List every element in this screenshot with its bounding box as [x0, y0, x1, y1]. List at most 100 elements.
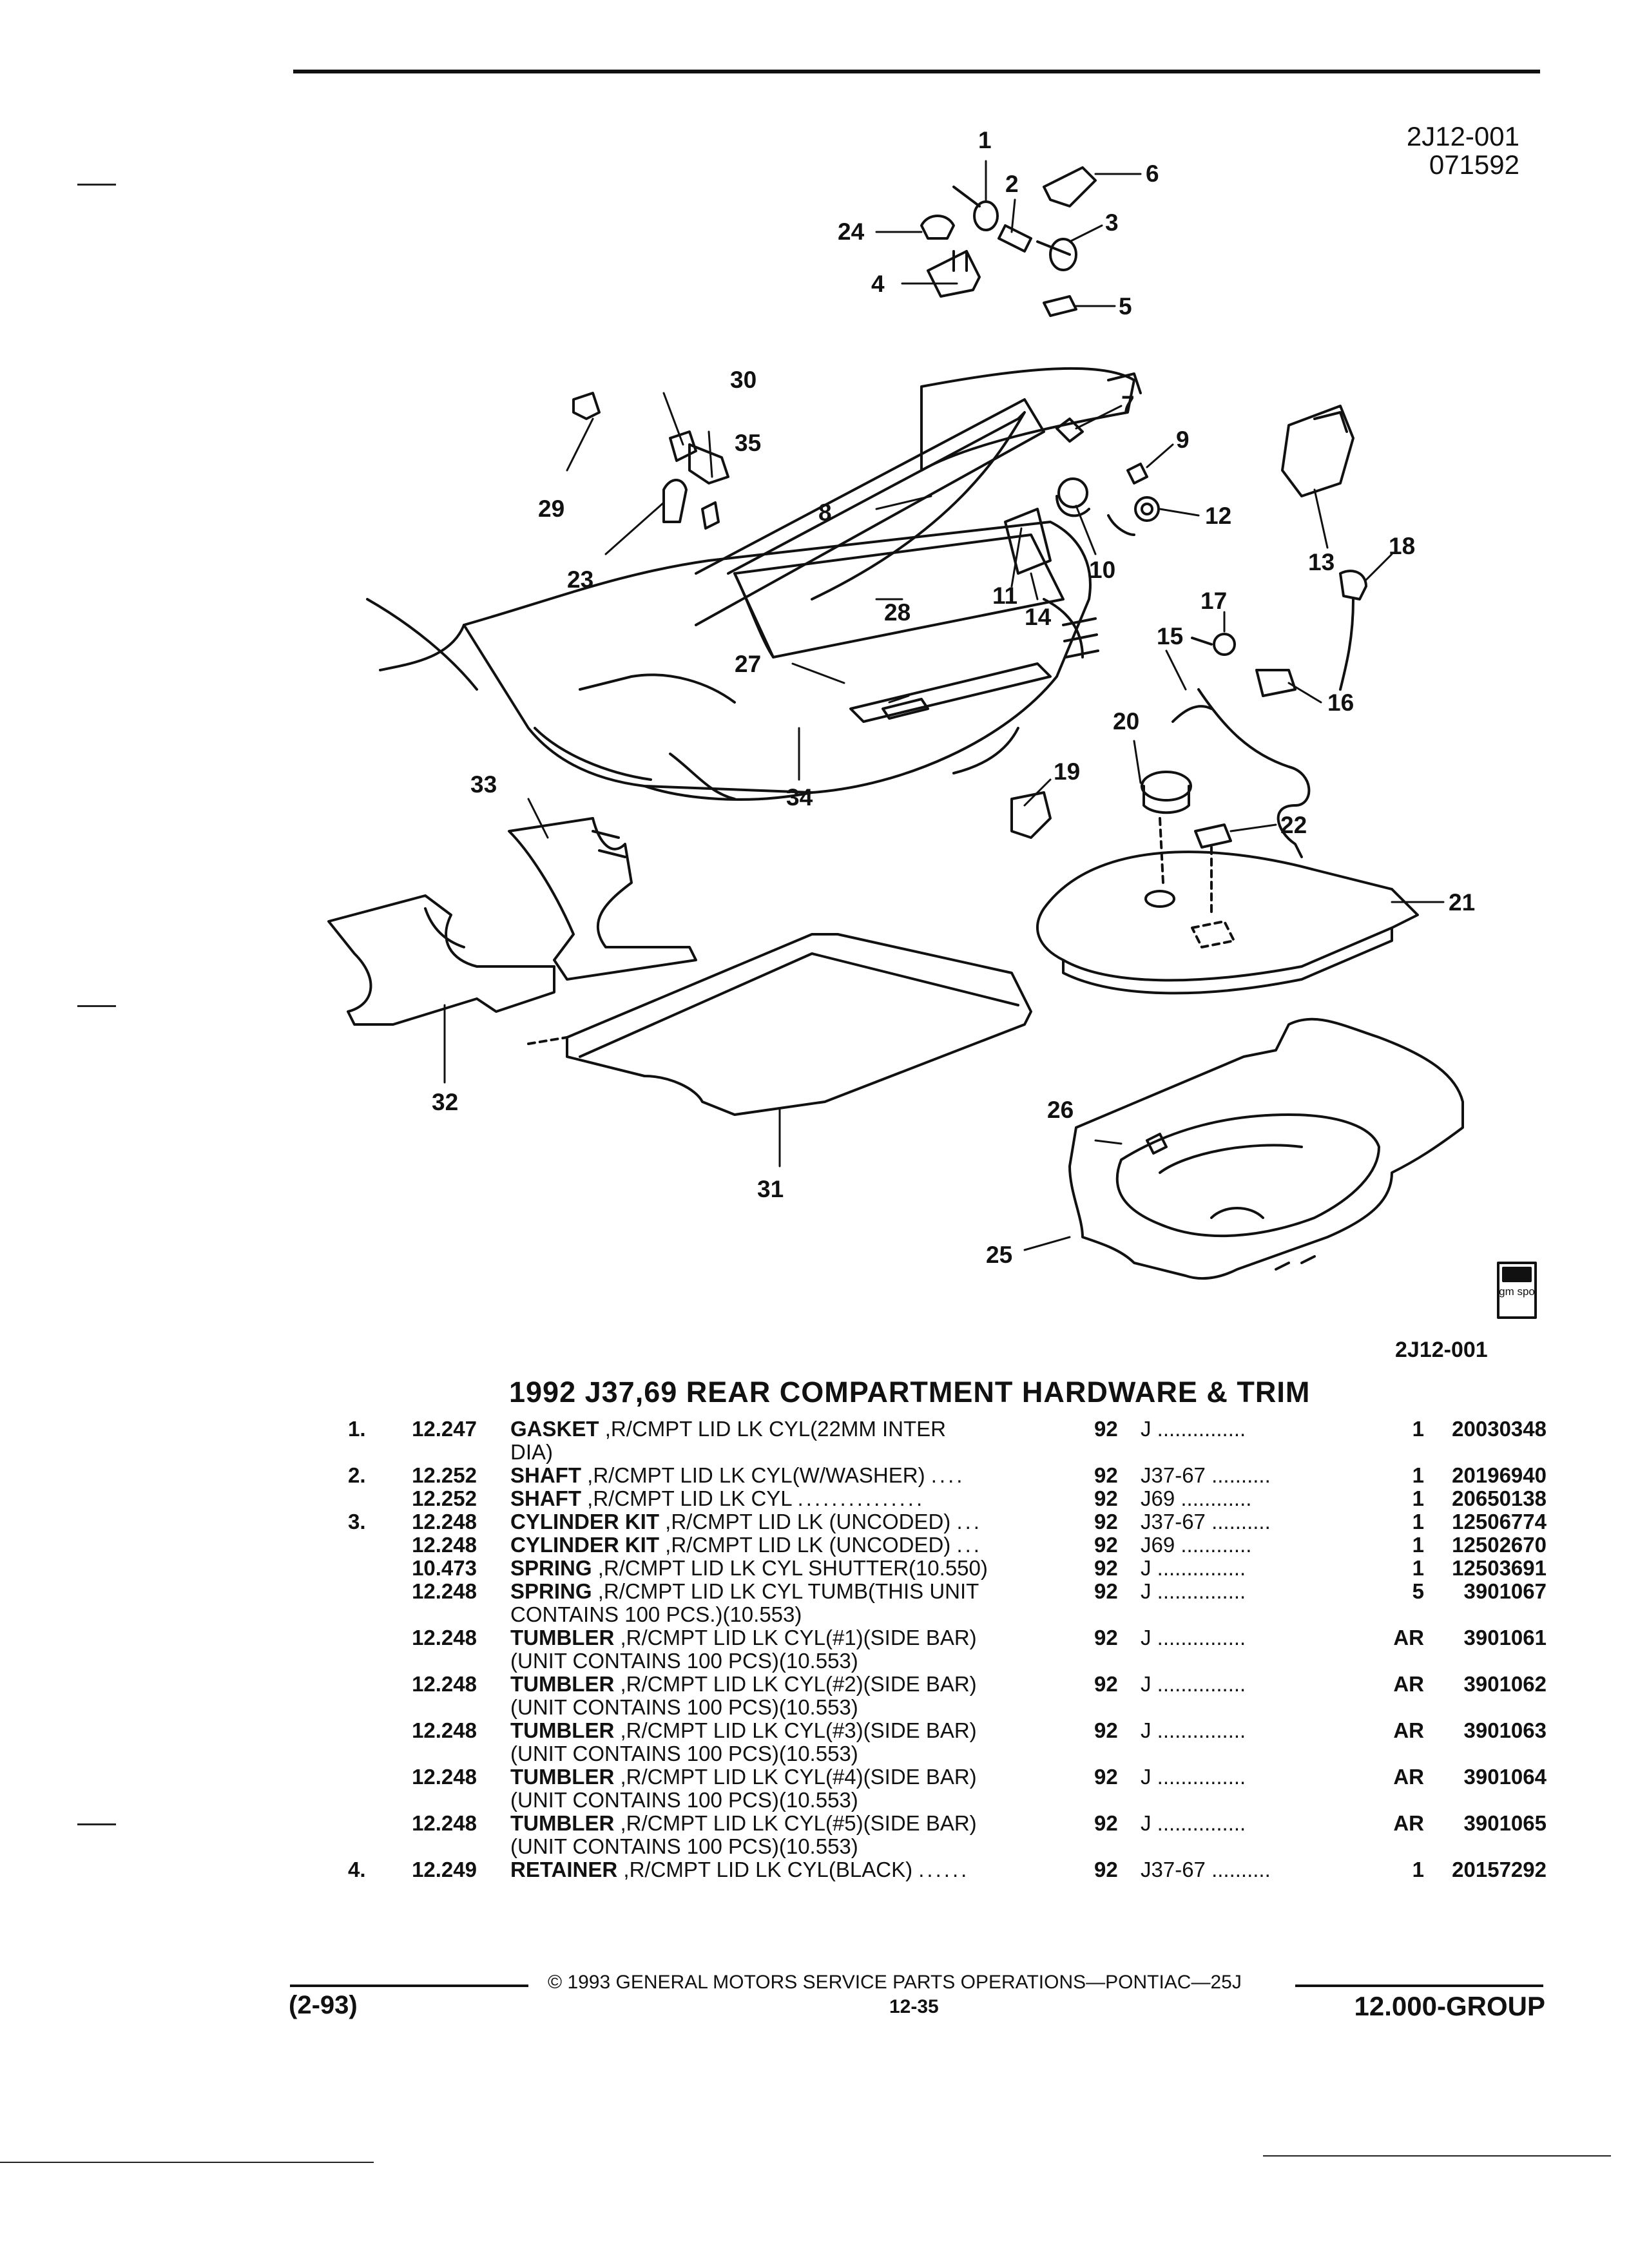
part-description: TUMBLER ,R/CMPT LID LK CYL(#5)(SIDE BAR)… [510, 1812, 1090, 1858]
quantity: 1 [1412, 1858, 1424, 1881]
model-year: 92 [1094, 1858, 1118, 1881]
callout-16: 16 [1327, 689, 1354, 716]
part-number: 3901067 [1463, 1579, 1547, 1603]
model-code: J ............... [1141, 1718, 1246, 1742]
part-description: SPRING ,R/CMPT LID LK CYL TUMB(THIS UNIT… [510, 1580, 1090, 1626]
callout-8: 8 [818, 499, 832, 526]
part-detail: ,R/CMPT LID LK CYL(BLACK) [623, 1858, 913, 1881]
top-rule [293, 70, 1540, 73]
model-code: J ............... [1141, 1672, 1246, 1696]
model-year: 92 [1094, 1765, 1118, 1789]
callout-33: 33 [470, 771, 497, 798]
part-detail: ,R/CMPT LID LK CYL [587, 1486, 792, 1510]
leader-lines [443, 160, 1445, 1251]
callout-9: 9 [1176, 427, 1190, 453]
callout-14: 14 [1025, 604, 1052, 630]
model-code: J37-67 .......... [1141, 1463, 1271, 1487]
part-description: SHAFT ,R/CMPT LID LK CYL(W/WASHER) .... [510, 1464, 1090, 1487]
callout-18: 18 [1389, 533, 1415, 559]
leader-dots: ... [956, 1533, 982, 1557]
quantity: 1 [1412, 1510, 1424, 1533]
leader-dots: .... [930, 1463, 965, 1487]
quantity: 1 [1412, 1556, 1424, 1580]
callout-20: 20 [1113, 708, 1139, 735]
part-detail: ,R/CMPT LID LK CYL TUMB(THIS UNIT [597, 1579, 979, 1603]
model-code: J69 ............ [1141, 1486, 1252, 1510]
part-name: SPRING [510, 1556, 592, 1580]
part-number: 3901064 [1463, 1765, 1547, 1789]
callout-21: 21 [1449, 889, 1475, 916]
part-name: TUMBLER [510, 1811, 615, 1835]
group-code: 12.248 [412, 1765, 477, 1789]
group-code: 12.248 [412, 1510, 477, 1533]
part-description: TUMBLER ,R/CMPT LID LK CYL(#3)(SIDE BAR)… [510, 1719, 1090, 1765]
callout-28: 28 [884, 599, 911, 626]
quantity: 1 [1412, 1417, 1424, 1441]
callout-24: 24 [838, 218, 865, 245]
leader-dots: ...... [918, 1858, 970, 1881]
part-number: 12503691 [1452, 1556, 1547, 1580]
spare-tire-cover [1036, 850, 1419, 995]
model-code: J ............... [1141, 1626, 1246, 1649]
part-name: SHAFT [510, 1486, 581, 1510]
part-number: 20650138 [1452, 1486, 1547, 1510]
quantity: 1 [1412, 1463, 1424, 1487]
callout-13: 13 [1308, 549, 1335, 575]
parts-row: 12.248 SPRING ,R/CMPT LID LK CYL TUMB(THI… [348, 1580, 1547, 1626]
quantity: 1 [1412, 1533, 1424, 1557]
part-description: GASKET ,R/CMPT LID LK CYL(22MM INTER DIA… [510, 1418, 1090, 1464]
model-year: 92 [1094, 1556, 1118, 1580]
ref-number: 2. [348, 1463, 366, 1487]
part-number: 12502670 [1452, 1533, 1547, 1557]
parts-row: 2. 12.252 SHAFT ,R/CMPT LID LK CYL(W/WASHE… [348, 1464, 1547, 1487]
badge-text: gm spo [1499, 1285, 1535, 1298]
part-detail-continued: (UNIT CONTAINS 100 PCS)(10.553) [510, 1788, 858, 1812]
model-year: 92 [1094, 1626, 1118, 1649]
callout-31: 31 [757, 1176, 784, 1202]
margin-mark [77, 1005, 116, 1007]
quantity: 1 [1412, 1486, 1424, 1510]
part-number: 12506774 [1452, 1510, 1547, 1533]
part-name: CYLINDER KIT [510, 1533, 659, 1557]
model-code: J69 ............ [1141, 1533, 1252, 1557]
callout-labels: 1 2 3 4 5 6 7 8 9 10 11 12 13 14 15 16 1… [432, 127, 1475, 1268]
callout-4: 4 [871, 271, 885, 297]
callout-23: 23 [567, 566, 593, 593]
group-code: 12.248 [412, 1579, 477, 1603]
model-code: J ............... [1141, 1417, 1246, 1441]
callout-32: 32 [432, 1089, 458, 1115]
group-code: 12.247 [412, 1417, 477, 1441]
section-title: 1992 J37,69 REAR COMPARTMENT HARDWARE & … [509, 1376, 1311, 1408]
parts-row: 1. 12.247 GASKET ,R/CMPT LID LK CYL(22MM I… [348, 1418, 1547, 1464]
model-year: 92 [1094, 1579, 1118, 1603]
callout-12: 12 [1205, 503, 1231, 529]
part-number: 20030348 [1452, 1417, 1547, 1441]
part-name: TUMBLER [510, 1672, 615, 1696]
part-detail: ,R/CMPT LID LK (UNCODED) [665, 1510, 951, 1533]
part-number: 20196940 [1452, 1463, 1547, 1487]
part-name: CYLINDER KIT [510, 1510, 659, 1533]
margin-mark [77, 1823, 116, 1825]
group-code: 12.248 [412, 1718, 477, 1742]
group-code: 12.252 [412, 1463, 477, 1487]
jack-and-retainers [1010, 688, 1311, 916]
group-code: 12.252 [412, 1486, 477, 1510]
callout-1: 1 [978, 127, 992, 153]
model-year: 92 [1094, 1533, 1118, 1557]
part-name: SPRING [510, 1579, 592, 1603]
lock-cylinder-parts [920, 166, 1097, 317]
leader-dots: ... [956, 1510, 982, 1533]
callout-17: 17 [1200, 588, 1227, 614]
callout-6: 6 [1146, 160, 1159, 187]
callout-29: 29 [538, 495, 564, 522]
callout-15: 15 [1157, 623, 1183, 649]
ref-number: 1. [348, 1417, 366, 1441]
copyright-notice: © 1993 GENERAL MOTORS SERVICE PARTS OPER… [548, 1972, 1242, 1993]
part-detail: ,R/CMPT LID LK (UNCODED) [665, 1533, 951, 1557]
part-description: SPRING ,R/CMPT LID LK CYL SHUTTER(10.550… [510, 1557, 1090, 1580]
group-code: 12.248 [412, 1533, 477, 1557]
part-number: 20157292 [1452, 1858, 1547, 1881]
